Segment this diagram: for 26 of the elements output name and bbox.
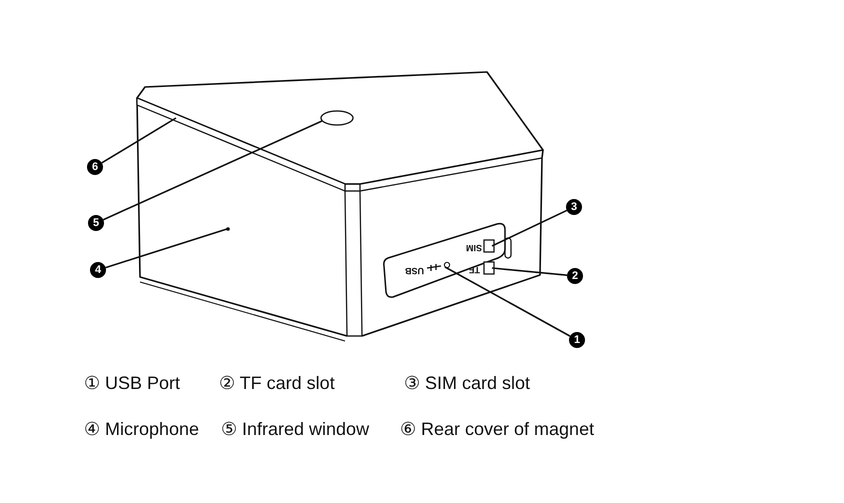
leader-line	[492, 267, 568, 276]
leader-line	[101, 117, 176, 164]
rear-cover-band	[136, 97, 346, 192]
leader-line	[444, 266, 570, 337]
microphone-hole	[226, 227, 230, 231]
sim-card-slot	[483, 239, 495, 253]
callout-number: 4	[90, 262, 106, 278]
legend-text: ① USB Port	[84, 374, 180, 392]
legend-text: ⑥ Rear cover of magnet	[400, 420, 594, 438]
leader-line	[105, 228, 228, 268]
legend-text: ② TF card slot	[219, 374, 335, 392]
port-marking: USB	[405, 266, 424, 275]
tf-card-slot	[483, 261, 495, 275]
usb-port	[444, 262, 450, 268]
leader-line	[102, 120, 322, 220]
legend-text: ⑤ Infrared window	[221, 420, 370, 438]
legend-text: ④ Microphone	[84, 420, 200, 438]
callout-number: 6	[87, 159, 103, 175]
infrared-window	[320, 110, 354, 126]
callout-number: 5	[88, 215, 104, 231]
callout-number: 1	[569, 332, 585, 348]
port-marking: SIM	[466, 243, 482, 252]
legend-text: ③ SIM card slot	[404, 374, 530, 392]
callout-number: 2	[567, 268, 583, 284]
callout-number: 3	[566, 199, 582, 215]
leader-line	[492, 210, 568, 247]
